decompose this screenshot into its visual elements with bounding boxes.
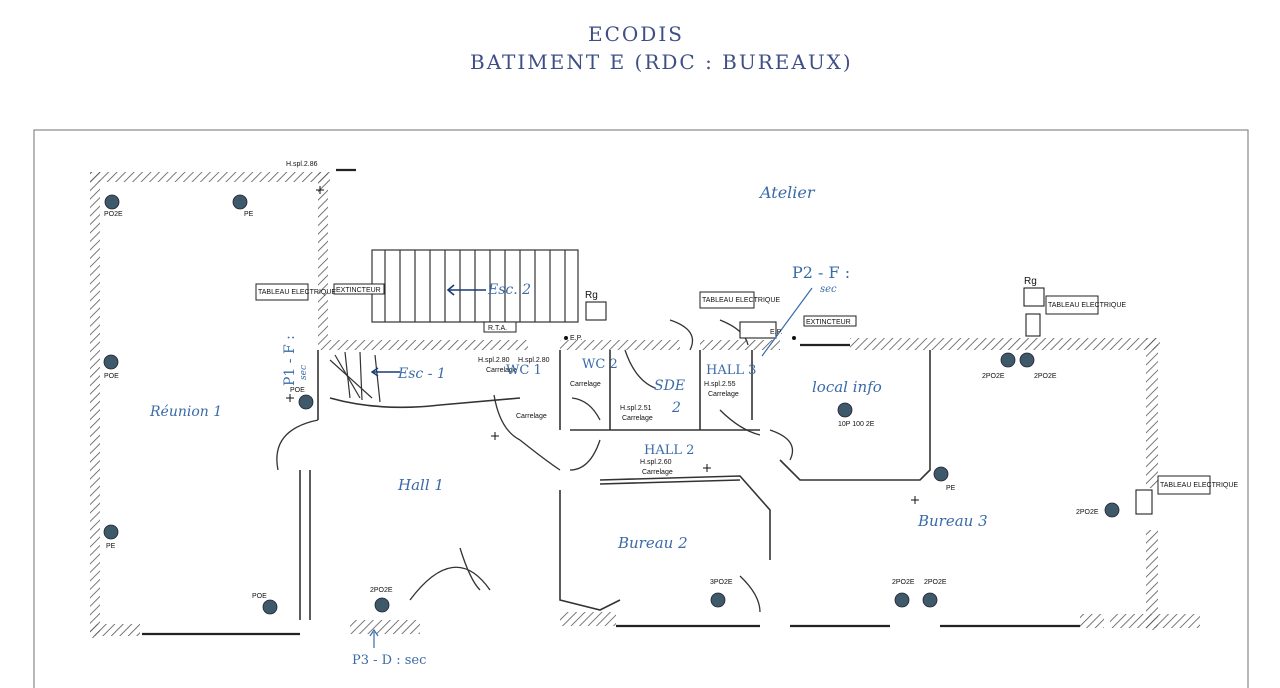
outlet-dot <box>922 592 938 608</box>
equipment <box>585 287 1153 515</box>
outlet-label: 3PO2E <box>710 579 733 586</box>
room-hall1: Hall 1 <box>397 476 444 494</box>
carrelage-hall3: Carrelage <box>708 391 739 398</box>
windows <box>142 168 1080 636</box>
outlet-label: 2PO2E <box>1034 373 1057 380</box>
panel-callouts <box>255 283 1211 495</box>
room-reunion: Réunion 1 <box>149 404 222 420</box>
tableau-label-left: TABLEAU ELECTRIQUE <box>258 289 336 296</box>
rg-label-2: Rg <box>1024 276 1037 287</box>
outlet-dot <box>298 394 314 410</box>
staircase-1 <box>329 351 400 403</box>
outlet-label: PE <box>244 211 254 218</box>
outlet-dot <box>1000 352 1016 368</box>
outlet-label: PO2E <box>104 211 123 218</box>
outlet-dot <box>103 524 119 540</box>
exterior-walls <box>90 172 1200 638</box>
extincteur-label-mid: EXTINCTEUR <box>806 319 851 326</box>
ceiling-height-top: H.spl.2.86 <box>286 161 318 168</box>
outlet-dot <box>1019 352 1035 368</box>
annotation-p3: P3 - D : sec <box>352 653 426 668</box>
page-frame <box>33 129 1249 688</box>
header-title-line1: ECODIS <box>588 22 684 46</box>
ceiling-height-hall2: H.spl.2.60 <box>640 459 672 466</box>
outlet-dot <box>232 194 248 210</box>
outlet-label: 2PO2E <box>892 579 915 586</box>
room-sde: SDE <box>654 378 685 394</box>
carrelage-hall2: Carrelage <box>642 469 673 476</box>
outlet-dot <box>710 592 726 608</box>
carrelage-wc1: Carrelage <box>486 367 517 374</box>
annotation-leaders <box>369 287 813 648</box>
extincteur-label-left: EXTINCTEUR <box>336 287 381 294</box>
room-bureau2: Bureau 2 <box>617 534 688 552</box>
carrelage-wc-lower: Carrelage <box>516 413 547 420</box>
room-local-info: local info <box>812 378 882 396</box>
room-hall3: HALL 3 <box>706 363 756 378</box>
ceiling-height-sde: H.spl.2.51 <box>620 405 652 412</box>
header-title-line2: BATIMENT E (RDC : BUREAUX) <box>470 50 853 74</box>
room-atelier: Atelier <box>758 183 816 202</box>
annotation-p2-sub: sec <box>820 284 837 295</box>
ceiling-height-wc1: H.spl.2.80 <box>478 357 510 364</box>
ep-label-1: E.P. <box>570 335 582 342</box>
rg-label-1: Rg <box>585 290 598 301</box>
carrelage-wc2: Carrelage <box>570 381 601 388</box>
rta-label: R.T.A. <box>488 325 507 332</box>
outlet-label: 2PO2E <box>982 373 1005 380</box>
ceiling-height-wc1b: H.spl.2.80 <box>518 357 550 364</box>
interior-walls <box>299 350 931 620</box>
cross-marks <box>286 186 919 504</box>
tableau-label-right: TABLEAU ELECTRIQUE <box>1048 302 1126 309</box>
outlet-dot <box>374 597 390 613</box>
tableau-label-mid: TABLEAU ELECTRIQUE <box>702 297 780 304</box>
annotation-p1: P1 - F : <box>282 335 298 386</box>
room-sde-number: 2 <box>671 400 681 416</box>
room-wc1: WC 1 <box>506 363 542 378</box>
tableau-label-far: TABLEAU ELECTRIQUE <box>1160 482 1238 489</box>
ep-label-2: E.P. <box>770 329 782 336</box>
ceiling-height-hall3: H.spl.2.55 <box>704 381 736 388</box>
outlet-dot <box>837 402 853 418</box>
annotation-p1-sub: sec <box>299 365 309 380</box>
room-wc2: WC 2 <box>582 357 618 372</box>
room-bureau3: Bureau 3 <box>917 512 988 530</box>
room-esc2: Esc. 2 <box>487 282 531 298</box>
outlet-dot <box>933 466 949 482</box>
outlet-label: POE <box>290 387 305 394</box>
outlet-dot <box>262 599 278 615</box>
annotation-p2: P2 - F : <box>792 263 850 282</box>
outlet-dot <box>894 592 910 608</box>
outlet-label: POE <box>252 593 267 600</box>
outlet-label: 2PO2E <box>1076 509 1099 516</box>
outlet-dot <box>103 354 119 370</box>
carrelage-sde: Carrelage <box>622 415 653 422</box>
outlet-label: POE <box>104 373 119 380</box>
outlet-label: PE <box>106 543 116 550</box>
room-esc1: Esc - 1 <box>397 366 446 382</box>
outlet-dot <box>104 194 120 210</box>
small-marks <box>564 336 796 340</box>
outlet-dot <box>1104 502 1120 518</box>
outlet-markers <box>103 194 1120 615</box>
outlet-label: 2PO2E <box>924 579 947 586</box>
room-hall2: HALL 2 <box>644 443 694 458</box>
outlet-label: 2PO2E <box>370 587 393 594</box>
outlet-label: PE <box>946 485 956 492</box>
outlet-label-info: 10P 100 2E <box>838 421 875 428</box>
staircase-2 <box>371 249 579 323</box>
